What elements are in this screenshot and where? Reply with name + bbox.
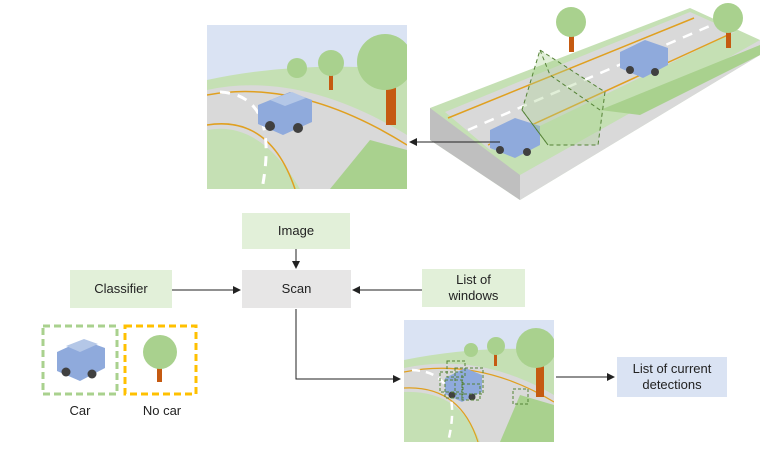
detection-boxes bbox=[439, 360, 529, 405]
image-box: Image bbox=[242, 213, 350, 249]
tree-icon bbox=[143, 335, 177, 382]
scan-to-detection-arrow bbox=[295, 309, 401, 383]
image-box-label: Image bbox=[277, 222, 315, 238]
list-of-detections-label: List of current detections bbox=[632, 360, 712, 392]
car-icon bbox=[490, 118, 540, 158]
road-scene-3d bbox=[430, 3, 760, 200]
zoomed-window-image bbox=[207, 25, 407, 189]
car-icon bbox=[57, 339, 105, 381]
classifier-box: Classifier bbox=[70, 270, 172, 308]
classifier-box-label: Classifier bbox=[94, 280, 148, 296]
legend-nocar-sample bbox=[123, 324, 198, 396]
legend-car-label: Car bbox=[69, 403, 91, 418]
legend-car-sample bbox=[41, 324, 119, 396]
list-of-windows-label: List of windows bbox=[448, 271, 499, 303]
car-icon bbox=[258, 92, 312, 135]
car-icon bbox=[620, 40, 668, 78]
scan-window-frustum bbox=[521, 49, 606, 146]
legend-nocar-label: No car bbox=[142, 403, 182, 418]
list-of-windows-box: List of windows bbox=[422, 269, 525, 307]
scan-box-label: Scan bbox=[281, 280, 312, 296]
detection-image bbox=[404, 320, 554, 442]
scan-box: Scan bbox=[242, 270, 351, 308]
list-of-detections-box: List of current detections bbox=[617, 357, 727, 397]
